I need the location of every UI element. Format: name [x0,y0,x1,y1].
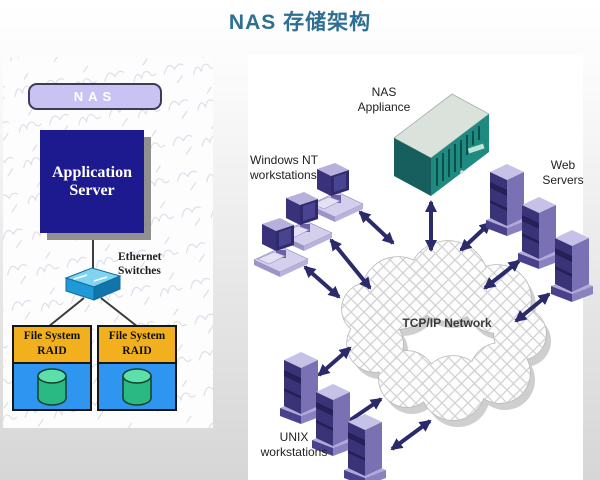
file-system-raid-box: File System RAID [97,325,177,411]
raid-body [14,364,90,409]
application-server-box: Application Server [40,130,144,233]
unix-workstations-label: UNIX workstations [260,430,328,459]
raid-label: File System RAID [14,327,90,364]
raid-body [99,364,175,409]
disk-cylinder-icon [37,367,67,406]
disk-cylinder-icon [122,367,152,406]
nas-appliance-label: NAS Appliance [357,85,411,114]
nas-box: NAS [28,83,162,110]
tcpip-network-label: TCP/IP Network [402,316,492,330]
file-system-raid-box: File System RAID [12,325,92,411]
ethernet-switches-label: Ethernet Switches [118,251,162,278]
web-servers-label: Web Servers [542,158,584,187]
raid-label: File System RAID [99,327,175,364]
network-diagram-panel [248,55,583,480]
windows-nt-label: Windows NT workstations [250,153,318,182]
page-title: NAS 存储架构 [228,11,372,34]
